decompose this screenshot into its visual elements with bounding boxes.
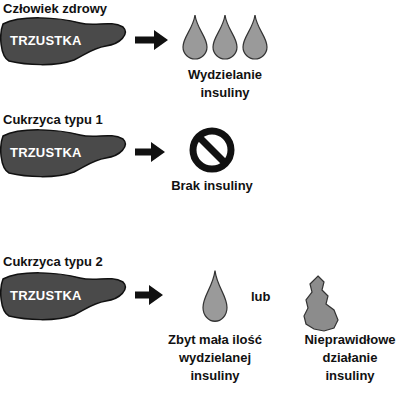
pancreas-node: TRZUSTKA xyxy=(0,269,130,321)
insulin-drop xyxy=(203,271,227,322)
section-heading: Cukrzyca typu 1 xyxy=(3,112,103,127)
arrow-connector xyxy=(135,285,163,305)
pancreas-outline xyxy=(1,273,126,320)
pancreas-outline xyxy=(1,130,126,177)
connector-word: lub xyxy=(251,289,271,304)
insulin-node: Wydzielanie insuliny xyxy=(165,12,285,90)
damaged-insulin xyxy=(304,276,338,331)
insulin-node: Brak insuliny xyxy=(162,126,262,196)
organ-name: TRZUSTKA xyxy=(10,288,82,303)
node-caption: Wydzielanie insuliny xyxy=(165,66,285,102)
section-heading: Człowiek zdrowy xyxy=(3,1,107,16)
node-caption: Nieprawidłowe działanie insuliny xyxy=(297,331,403,385)
insulin-drop xyxy=(183,15,207,59)
section-heading: Cukrzyca typu 2 xyxy=(3,254,103,269)
organ-name: TRZUSTKA xyxy=(10,145,82,160)
node-caption: Brak insuliny xyxy=(162,177,262,195)
insulin-drop xyxy=(213,15,237,59)
pancreas-node: TRZUSTKA xyxy=(0,14,130,66)
arrow-connector xyxy=(135,142,165,162)
insulin-node: Nieprawidłowe działanie insuliny xyxy=(296,268,404,386)
pancreas-outline xyxy=(1,18,126,65)
insulin-drop xyxy=(243,15,267,59)
insulin-node: Zbyt mała ilość wydzielanej insuliny xyxy=(160,268,270,386)
pancreas-node: TRZUSTKA xyxy=(0,126,130,178)
node-caption: Zbyt mała ilość wydzielanej insuliny xyxy=(160,331,270,385)
arrow-connector xyxy=(135,30,168,50)
prohibition-bar xyxy=(199,137,225,163)
prohibition-ring xyxy=(193,131,231,169)
organ-name: TRZUSTKA xyxy=(10,33,82,48)
